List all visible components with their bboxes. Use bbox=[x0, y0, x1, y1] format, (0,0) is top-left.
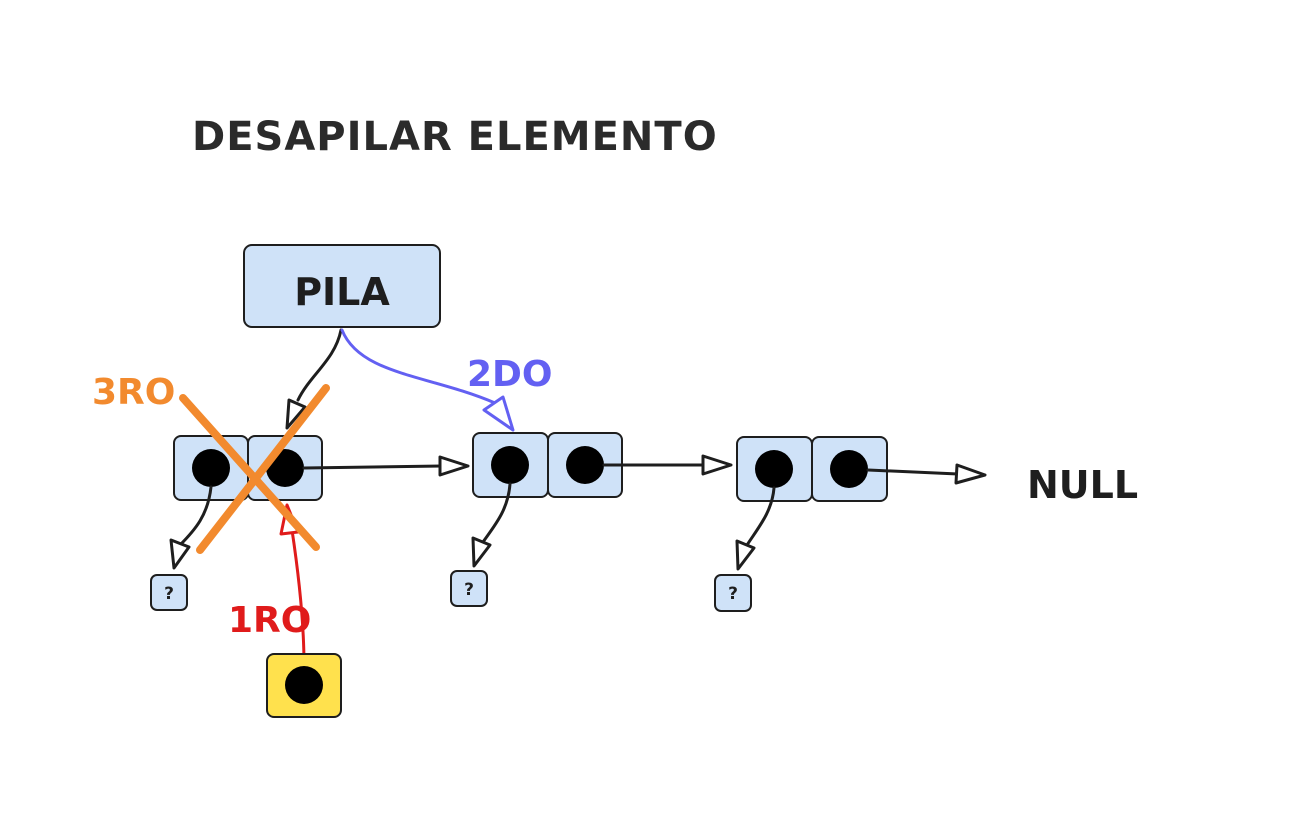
node-3-data-pointer bbox=[755, 450, 793, 488]
step-3-cross-icon bbox=[179, 384, 330, 554]
node-1-value: ? bbox=[164, 584, 174, 604]
list-node-2 bbox=[472, 432, 623, 498]
node-3-value: ? bbox=[728, 584, 738, 604]
node-2-data-pointer bbox=[491, 446, 529, 484]
node-3-data-arrow bbox=[735, 486, 776, 571]
node-3-value-box: ? bbox=[714, 574, 752, 612]
aux-pointer-dot bbox=[285, 666, 323, 704]
node-1-next-arrow bbox=[302, 455, 470, 477]
stack-head-arrow-old bbox=[285, 328, 343, 430]
node-1-value-box: ? bbox=[150, 574, 188, 611]
node-2-data-arrow bbox=[471, 482, 512, 568]
stack-head-box: PILA bbox=[243, 244, 441, 328]
stack-head-label: PILA bbox=[294, 270, 390, 314]
node-1-data-arrow bbox=[169, 485, 213, 570]
node-2-next-pointer bbox=[566, 446, 604, 484]
diagram-title: DESAPILAR ELEMENTO bbox=[192, 114, 718, 160]
node-3-next-arrow bbox=[866, 463, 987, 485]
null-label: NULL bbox=[1027, 463, 1138, 507]
step-1-label: 1RO bbox=[228, 600, 311, 641]
node-1-data-pointer bbox=[192, 449, 230, 487]
aux-pointer-box bbox=[266, 653, 342, 718]
list-node-3 bbox=[736, 436, 888, 502]
step-3-label: 3RO bbox=[92, 372, 175, 413]
step-2-arrow bbox=[340, 328, 515, 432]
node-2-next-arrow bbox=[602, 454, 733, 476]
step-2-label: 2DO bbox=[467, 354, 553, 395]
node-2-value-box: ? bbox=[450, 570, 488, 607]
node-3-next-pointer bbox=[830, 450, 868, 488]
node-2-value: ? bbox=[464, 580, 474, 600]
